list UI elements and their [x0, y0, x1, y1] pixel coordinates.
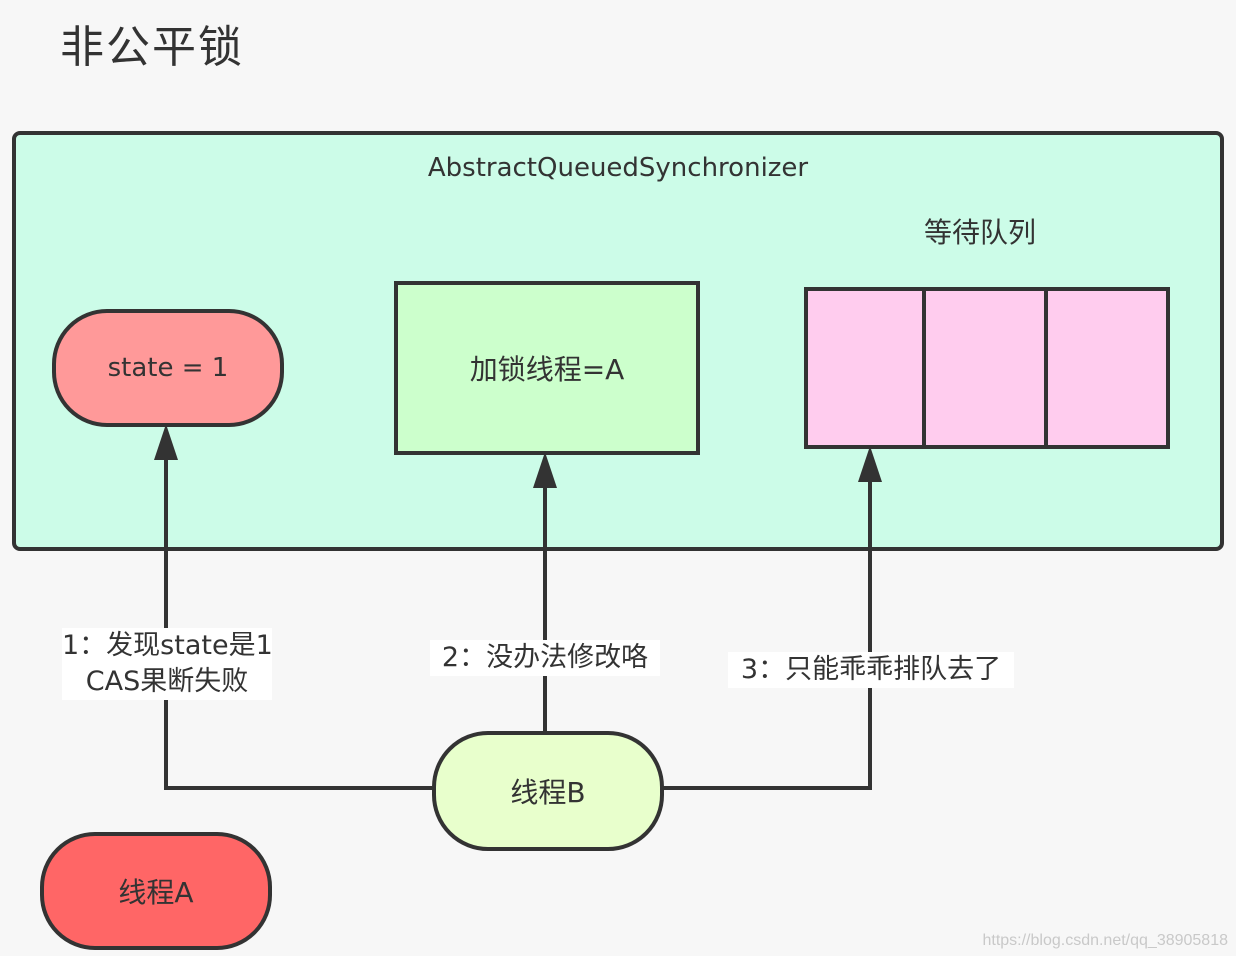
- lock-owner-node: 加锁线程=A: [394, 281, 700, 455]
- wait-queue: [804, 287, 1170, 449]
- watermark: https://blog.csdn.net/qq_38905818: [982, 932, 1228, 949]
- queue-slot: [1048, 291, 1166, 445]
- wait-queue-label: 等待队列: [923, 216, 1036, 249]
- edge-label-cannot-modify: 2：没办法修改咯: [430, 640, 660, 676]
- queue-slot: [808, 291, 922, 445]
- edge-label-cas-failed: 1：发现state是1 CAS果断失败: [62, 628, 273, 700]
- connector-to-queue: [660, 480, 872, 790]
- edge-label-line: 1：发现state是1: [62, 630, 273, 661]
- state-text: state = 1: [107, 353, 229, 383]
- page-title: 非公平锁: [60, 22, 244, 73]
- arrowhead-to-queue: [858, 446, 882, 482]
- queue-slot: [926, 291, 1044, 445]
- state-node: state = 1: [52, 309, 284, 427]
- aqs-label: AbstractQueuedSynchronizer: [427, 153, 809, 183]
- thread-b-node: 线程B: [432, 731, 664, 851]
- thread-a-node: 线程A: [40, 832, 272, 950]
- lock-owner-text: 加锁线程=A: [469, 353, 625, 386]
- arrowhead-to-state: [154, 424, 178, 460]
- edge-label-line: CAS果断失败: [85, 666, 249, 697]
- edge-label-enqueue: 3：只能乖乖排队去了: [728, 652, 1014, 688]
- arrowhead-to-owner: [533, 452, 557, 488]
- connector-to-state: [164, 458, 432, 790]
- thread-b-text: 线程B: [510, 776, 586, 809]
- thread-a-text: 线程A: [118, 876, 194, 909]
